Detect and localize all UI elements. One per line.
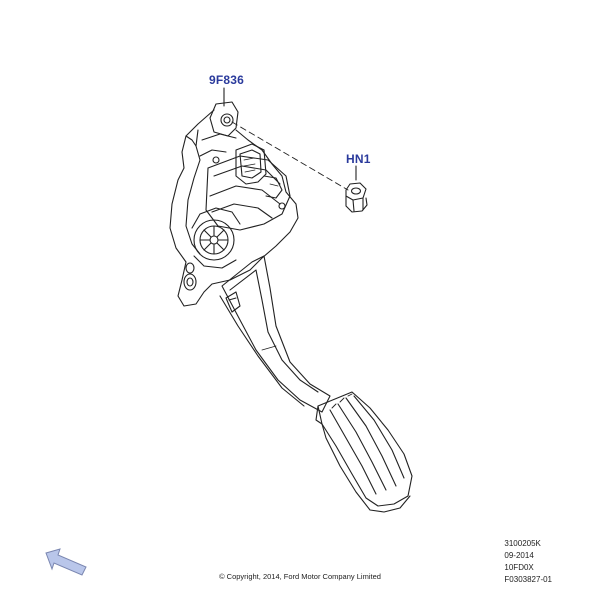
hn1-nut [345,182,368,213]
figure-number: F0303827-01 [504,575,552,584]
pedal-housing [169,101,299,307]
copyright-text: © Copyright, 2014, Ford Motor Company Li… [219,572,381,581]
reference-block: 3100205K 09-2014 10FD0X F0303827-01 [504,538,552,586]
alignment-dashed-line [231,121,349,191]
callout-hn1[interactable]: HN1 [346,152,371,166]
callout-9f836[interactable]: 9F836 [209,73,245,87]
reference-date: 09-2014 [504,551,534,560]
arrow-up-left-icon [45,548,87,576]
pedal-arm [219,255,331,413]
reference-code-2: 10FD0X [504,563,534,572]
pedal-pad [315,391,413,513]
reference-code-1: 3100205K [504,539,541,548]
